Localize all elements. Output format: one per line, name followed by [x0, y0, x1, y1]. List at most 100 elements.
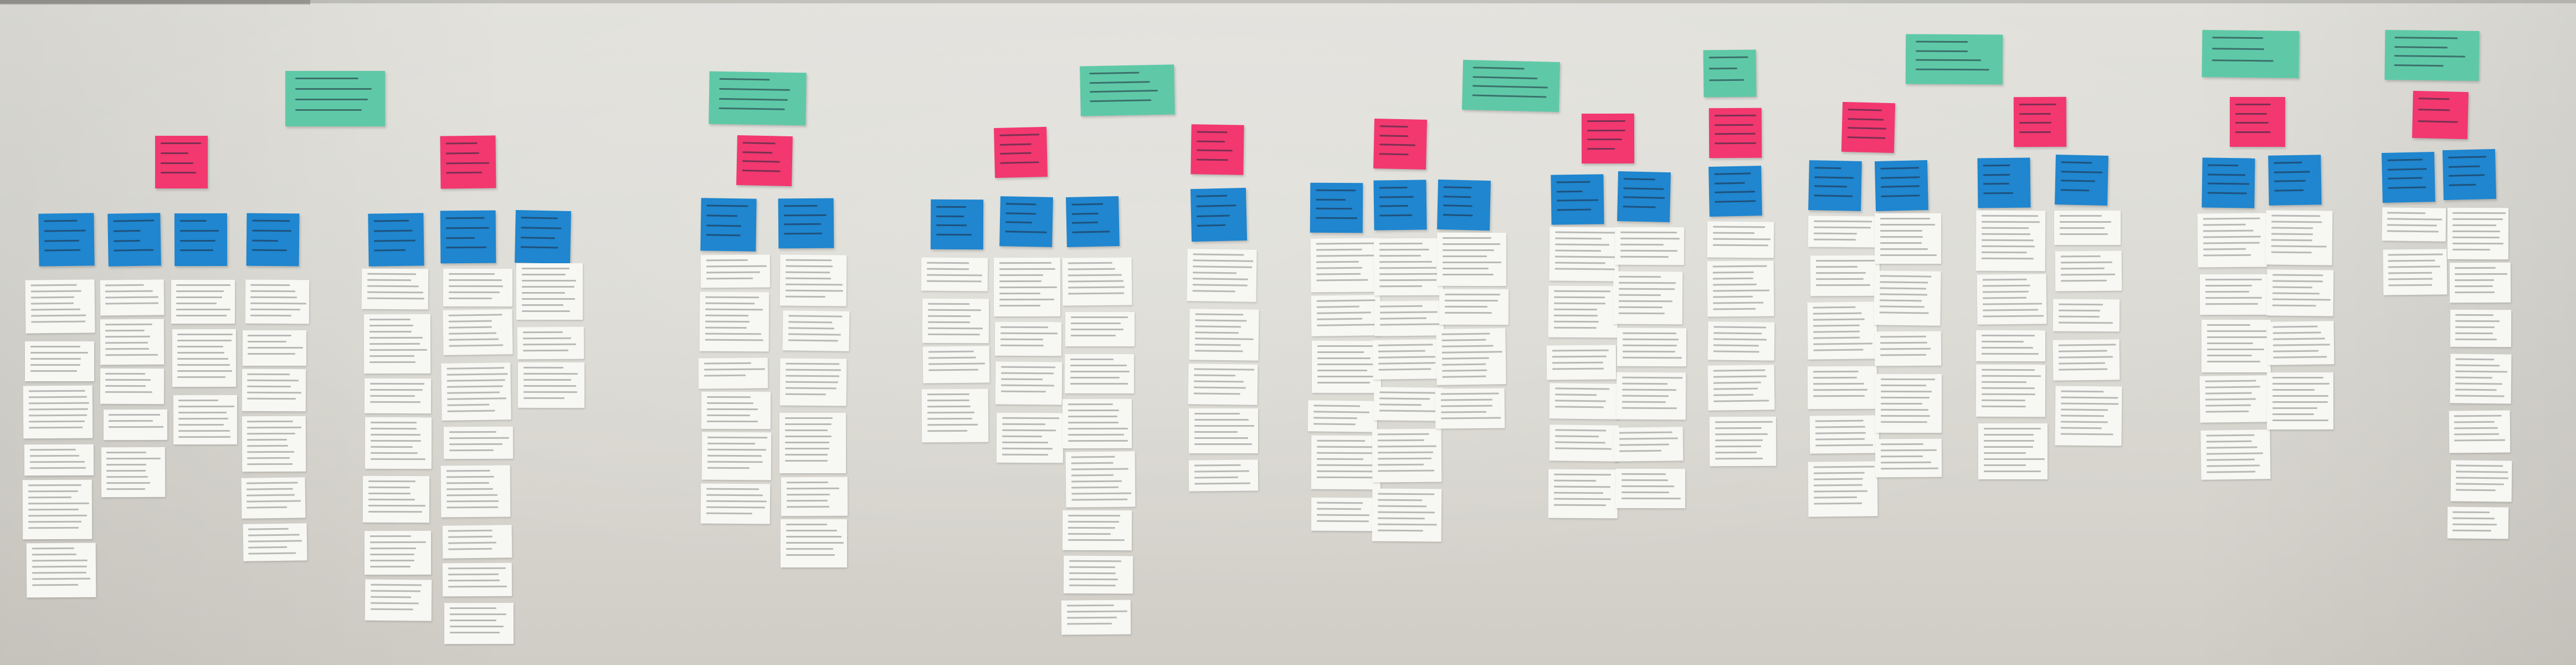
printed-text-line [785, 289, 843, 292]
handwriting-scribble [1847, 117, 1884, 121]
printed-text-line [448, 585, 507, 588]
ceiling-edge [0, 0, 2576, 3]
printed-text-line [370, 439, 421, 442]
handwriting-scribble [999, 143, 1032, 146]
printed-text-line [1000, 338, 1043, 341]
printed-text-line [707, 442, 755, 445]
printed-text-line [1982, 245, 2035, 248]
printed-text-line [1070, 334, 1116, 337]
printed-text-line [368, 498, 415, 501]
handwriting-scribble [1556, 181, 1590, 183]
printed-text-line [370, 559, 414, 562]
printed-text-line [370, 446, 413, 448]
printed-text-line [1879, 281, 1928, 284]
insight-note-pink [1708, 108, 1762, 158]
printed-quote-card [1549, 424, 1619, 462]
printed-text-line [368, 510, 423, 513]
handwriting-scribble [520, 236, 555, 239]
printed-text-line [2271, 239, 2312, 242]
printed-text-line [2206, 458, 2255, 461]
handwriting-scribble [2207, 182, 2250, 185]
printed-text-line [30, 370, 77, 372]
handwriting-scribble [445, 227, 489, 229]
printed-text-line [1379, 279, 1436, 282]
printed-text-line [1814, 220, 1872, 223]
handwriting-scribble [1714, 132, 1756, 135]
printed-text-line [178, 423, 224, 426]
printed-text-line [1880, 341, 1927, 344]
printed-text-line [109, 426, 164, 428]
printed-text-line [367, 291, 424, 294]
printed-text-line [1982, 239, 2034, 242]
printed-quote-card [1436, 328, 1506, 385]
printed-text-line [368, 492, 411, 495]
printed-text-line [2387, 224, 2438, 227]
printed-text-line [1982, 257, 2034, 260]
finding-note-blue [246, 213, 300, 267]
handwriting-scribble [1379, 125, 1408, 128]
printed-text-line [706, 512, 752, 515]
printed-text-line [447, 385, 504, 388]
printed-text-line [448, 529, 492, 532]
printed-quote-card [1549, 227, 1619, 282]
handwriting-scribble [742, 169, 781, 172]
printed-text-line [1983, 470, 2041, 473]
finding-note-blue [1551, 174, 1604, 225]
printed-text-line [447, 403, 490, 406]
printed-quote-card [242, 369, 306, 412]
printed-quote-card [1373, 387, 1444, 421]
printed-text-line [1194, 337, 1254, 340]
printed-quote-card [1439, 289, 1508, 325]
printed-text-line [1815, 444, 1874, 447]
printed-text-line [2206, 354, 2252, 357]
handwriting-scribble [2211, 48, 2264, 50]
printed-text-line [247, 463, 293, 466]
handwriting-scribble [113, 229, 141, 232]
handwriting-scribble [1814, 194, 1853, 197]
handwriting-scribble [1915, 40, 1968, 43]
printed-text-line [247, 397, 296, 400]
printed-text-line [1712, 244, 1768, 247]
handwriting-scribble [520, 246, 558, 249]
printed-text-line [1621, 479, 1669, 482]
printed-text-line [1982, 340, 2024, 343]
printed-quote-card [2052, 339, 2120, 381]
printed-quote-card [101, 447, 166, 498]
printed-text-line [1378, 350, 1425, 352]
printed-text-line [2271, 221, 2322, 223]
printed-text-line [1316, 248, 1363, 251]
printed-quote-card [443, 268, 513, 307]
printed-text-line [2452, 517, 2495, 520]
printed-text-line [178, 417, 228, 420]
printed-text-line [2388, 265, 2440, 268]
printed-text-line [706, 506, 766, 509]
printed-text-line [368, 480, 415, 483]
printed-quote-card [2450, 354, 2512, 404]
printed-text-line [1622, 356, 1682, 359]
printed-text-line [927, 393, 969, 396]
printed-text-line [1442, 357, 1490, 360]
printed-text-line [2454, 427, 2498, 429]
printed-text-line [1316, 299, 1376, 302]
printed-text-line [928, 362, 985, 365]
handwriting-scribble [1315, 207, 1352, 210]
printed-text-line [105, 284, 144, 287]
printed-text-line [2060, 421, 2108, 423]
handwriting-scribble [1983, 182, 2010, 185]
printed-text-line [1377, 511, 1435, 514]
printed-text-line [447, 506, 499, 509]
handwriting-scribble [1983, 164, 2010, 167]
printed-text-line [2205, 404, 2251, 407]
printed-text-line [786, 505, 830, 508]
printed-text-line [32, 571, 87, 574]
printed-text-line [706, 259, 748, 262]
printed-text-line [2272, 382, 2329, 385]
printed-text-line [1193, 259, 1254, 262]
printed-text-line [521, 291, 566, 294]
handwriting-scribble [252, 229, 291, 232]
printed-text-line [1981, 387, 2035, 390]
printed-text-line [1070, 376, 1120, 379]
printed-text-line [2272, 419, 2328, 422]
printed-text-line [250, 296, 297, 299]
printed-text-line [370, 584, 422, 586]
